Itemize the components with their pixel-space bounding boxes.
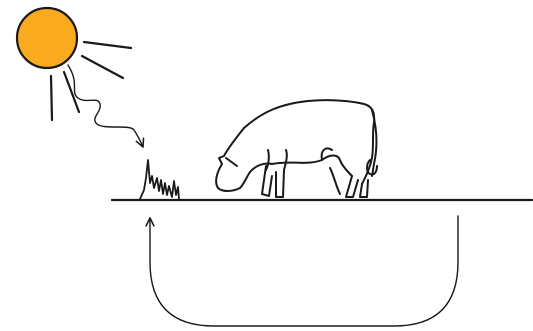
sun-ray bbox=[64, 72, 79, 112]
sun-icon bbox=[17, 8, 131, 120]
cow-front-legs bbox=[262, 150, 287, 197]
grass-icon bbox=[140, 160, 179, 199]
cow-icon bbox=[216, 100, 377, 197]
nutrient-cycle-arrow bbox=[150, 216, 458, 326]
sun-disc bbox=[17, 8, 77, 68]
cow-back bbox=[244, 100, 374, 184]
sun-ray bbox=[82, 56, 123, 78]
sun-ray bbox=[84, 42, 131, 48]
sunlight-arrow bbox=[68, 65, 143, 147]
cow-ear bbox=[226, 158, 237, 166]
sun-ray bbox=[51, 76, 52, 120]
